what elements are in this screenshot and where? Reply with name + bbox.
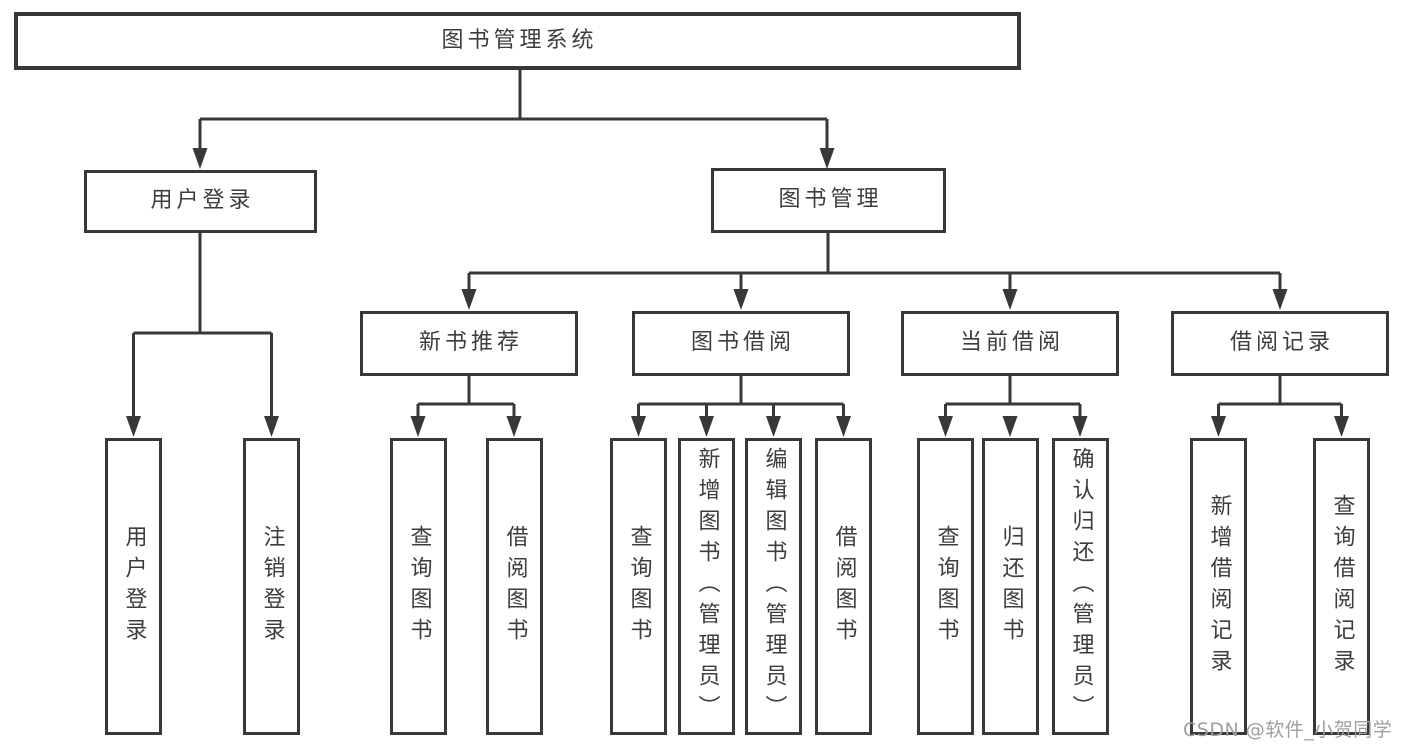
node-leaf-current-search-label: 查询图书: [933, 524, 959, 649]
node-current-borrow-label: 当前借阅: [959, 330, 1064, 356]
node-book-management: 图书管理: [711, 168, 946, 233]
node-leaf-records-search-label: 查询借阅记录: [1329, 493, 1355, 680]
node-book-management-label: 图书管理: [778, 187, 883, 213]
node-leaf-current-search: 查询图书: [917, 438, 974, 735]
node-new-book-recommend-label: 新书推荐: [418, 330, 523, 356]
node-leaf-login-label: 用户登录: [121, 524, 147, 649]
node-leaf-records-add: 新增借阅记录: [1190, 438, 1247, 735]
node-leaf-current-confirm-label: 确认归还（管理员）: [1068, 447, 1094, 726]
node-borrow-records: 借阅记录: [1171, 311, 1389, 376]
node-leaf-current-return-label: 归还图书: [998, 524, 1024, 649]
node-leaf-newbook-search: 查询图书: [390, 438, 447, 735]
node-leaf-newbook-borrow: 借阅图书: [486, 438, 543, 735]
node-leaf-records-search: 查询借阅记录: [1313, 438, 1370, 735]
node-leaf-borrow-edit: 编辑图书（管理员）: [745, 438, 802, 735]
node-leaf-current-return: 归还图书: [982, 438, 1039, 735]
node-leaf-borrow-borrow-label: 借阅图书: [831, 524, 857, 649]
node-root: 图书管理系统: [14, 12, 1021, 70]
node-leaf-borrow-borrow: 借阅图书: [815, 438, 872, 735]
node-leaf-current-confirm: 确认归还（管理员）: [1052, 438, 1109, 735]
node-root-label: 图书管理系统: [441, 27, 598, 53]
watermark: CSDN @软件_小贺同学: [1183, 719, 1393, 741]
node-borrow-records-label: 借阅记录: [1229, 330, 1334, 356]
node-book-borrow-label: 图书借阅: [690, 330, 795, 356]
node-leaf-newbook-search-label: 查询图书: [406, 524, 432, 649]
node-new-book-recommend: 新书推荐: [360, 311, 578, 376]
node-user-login-label: 用户登录: [150, 188, 255, 214]
node-leaf-borrow-edit-label: 编辑图书（管理员）: [761, 447, 787, 726]
node-user-login: 用户登录: [84, 170, 317, 233]
node-leaf-logout-label: 注销登录: [259, 524, 285, 649]
node-leaf-login: 用户登录: [105, 438, 162, 735]
node-leaf-newbook-borrow-label: 借阅图书: [502, 524, 528, 649]
node-leaf-records-add-label: 新增借阅记录: [1206, 493, 1232, 680]
node-leaf-borrow-add-label: 新增图书（管理员）: [694, 447, 720, 726]
node-leaf-borrow-add: 新增图书（管理员）: [678, 438, 735, 735]
node-current-borrow: 当前借阅: [901, 311, 1119, 376]
node-leaf-logout: 注销登录: [243, 438, 300, 735]
node-book-borrow: 图书借阅: [632, 311, 850, 376]
node-leaf-borrow-search: 查询图书: [610, 438, 667, 735]
node-leaf-borrow-search-label: 查询图书: [626, 524, 652, 649]
